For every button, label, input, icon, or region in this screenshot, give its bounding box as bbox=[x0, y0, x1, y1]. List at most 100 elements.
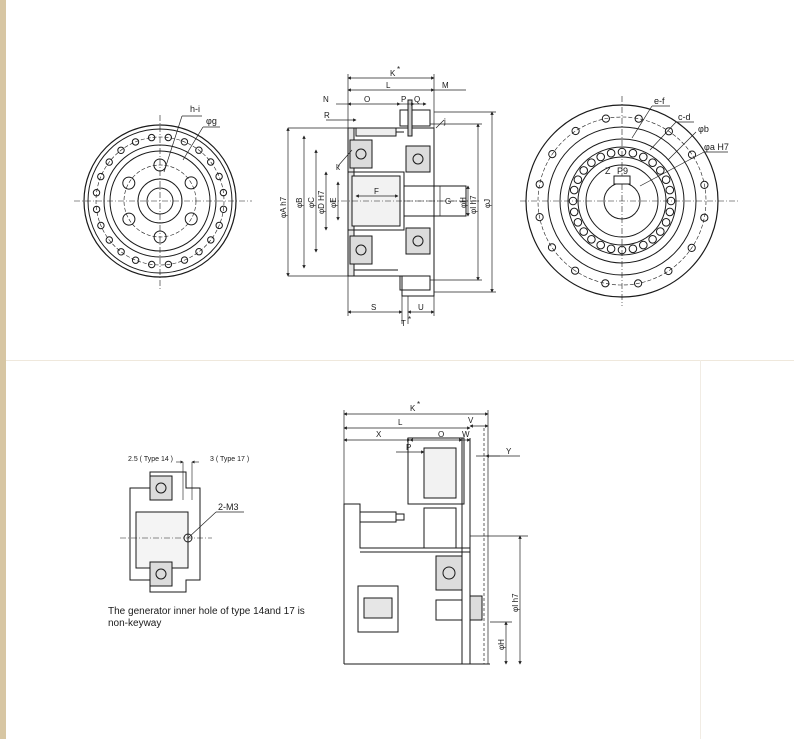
dim-H: φH bbox=[459, 197, 468, 208]
bolt-hole bbox=[180, 138, 189, 146]
label-phi-a: φa H7 bbox=[704, 142, 729, 152]
label-phi-g: φg bbox=[206, 116, 217, 126]
dim2-L: L bbox=[398, 418, 403, 427]
mounting-hole bbox=[184, 176, 198, 190]
right-rule bbox=[700, 360, 701, 739]
bolt-hole bbox=[164, 133, 173, 142]
bolt-hole bbox=[634, 279, 643, 288]
dim2-K: K bbox=[410, 404, 416, 413]
roller bbox=[569, 207, 579, 217]
label-type14: 2.5 ( Type 14 ) bbox=[128, 456, 173, 463]
label-e-f: e-f bbox=[654, 96, 665, 106]
dim-k: k bbox=[336, 163, 341, 172]
dim-D: φD H7 bbox=[317, 190, 326, 214]
roller bbox=[666, 196, 676, 206]
bolt-hole bbox=[131, 138, 140, 146]
dim-L: L bbox=[386, 81, 391, 90]
label-h-i: h-i bbox=[190, 104, 200, 114]
generator-note: The generator inner hole of type 14and 1… bbox=[108, 606, 305, 629]
detail-view bbox=[120, 460, 244, 593]
dim2-V: V bbox=[468, 416, 474, 425]
section-dimensions bbox=[286, 74, 496, 324]
bolt-hole bbox=[195, 146, 203, 154]
label-Z: Z bbox=[605, 166, 611, 176]
bolt-hole bbox=[219, 188, 228, 197]
roller bbox=[587, 235, 596, 244]
bolt-hole bbox=[92, 189, 101, 197]
roller bbox=[573, 218, 583, 227]
enlarged-section bbox=[343, 437, 490, 665]
mounting-hole bbox=[153, 230, 167, 244]
dim2-O: O bbox=[438, 430, 444, 439]
roller bbox=[596, 152, 606, 162]
roller bbox=[617, 245, 627, 255]
bolt-hole bbox=[97, 221, 105, 230]
roller bbox=[568, 196, 578, 206]
roller bbox=[579, 166, 589, 175]
bolt-hole bbox=[180, 256, 189, 264]
outer-bolt-holes-right bbox=[535, 114, 709, 288]
dim-S: S bbox=[371, 303, 376, 312]
roller bbox=[569, 185, 579, 195]
bolt-hole bbox=[207, 236, 215, 244]
label-2-m3: 2-M3 bbox=[218, 502, 239, 512]
section-view bbox=[330, 99, 480, 297]
roller bbox=[656, 166, 665, 175]
dim-I: φI h7 bbox=[469, 195, 478, 214]
roller bbox=[665, 207, 675, 217]
front-right-labels: e-f c-d φb φa H7 Z P9 bbox=[605, 96, 729, 187]
enlarged-dimensions bbox=[343, 410, 528, 665]
roller bbox=[648, 158, 657, 167]
inner-holes-left bbox=[122, 158, 198, 244]
roller bbox=[596, 240, 606, 250]
section-labels: K * L M N O P Q R j k S U T * F G φA h7 … bbox=[279, 65, 492, 328]
bolt-hole bbox=[548, 150, 557, 159]
panel-divider bbox=[6, 360, 794, 361]
roller bbox=[648, 235, 657, 244]
dim-R: R bbox=[324, 111, 330, 120]
bolt-hole bbox=[215, 172, 223, 181]
dim-M: M bbox=[442, 81, 449, 90]
front-view-right bbox=[520, 96, 740, 306]
dim-O: O bbox=[364, 95, 370, 104]
label-P9: P9 bbox=[617, 166, 628, 176]
dim-E: φE bbox=[329, 197, 338, 208]
dim-U: U bbox=[418, 303, 424, 312]
front-left-labels: h-i φg bbox=[163, 104, 220, 173]
dim-T-asterisk: * bbox=[408, 315, 411, 324]
dim-P: P bbox=[401, 95, 406, 104]
roller bbox=[628, 244, 638, 254]
dim2-X: X bbox=[376, 430, 382, 439]
bolt-hole bbox=[148, 260, 156, 269]
roller bbox=[606, 244, 616, 254]
bolt-hole bbox=[215, 221, 223, 230]
roller-ring-right bbox=[568, 147, 676, 255]
dim2-Y: Y bbox=[506, 447, 512, 456]
roller bbox=[656, 227, 665, 236]
bolt-hole bbox=[535, 213, 544, 222]
front-view-left bbox=[74, 115, 252, 290]
dim-C: φC bbox=[307, 197, 316, 208]
bolt-hole bbox=[700, 213, 709, 222]
roller bbox=[639, 152, 648, 162]
bolt-hole bbox=[571, 126, 580, 136]
roller bbox=[665, 185, 675, 195]
dim2-W: W bbox=[462, 430, 470, 439]
mounting-hole bbox=[122, 176, 136, 190]
bolt-hole bbox=[97, 172, 105, 181]
dim-J: φJ bbox=[483, 199, 492, 208]
dim-A: φA h7 bbox=[279, 196, 288, 218]
bolt-hole bbox=[131, 256, 140, 264]
bolt-hole bbox=[92, 205, 101, 214]
dim-F: F bbox=[374, 187, 379, 196]
label-type17: 3 ( Type 17 ) bbox=[210, 456, 249, 463]
bolt-hole bbox=[664, 127, 674, 136]
roller bbox=[639, 240, 648, 250]
bolt-hole bbox=[535, 180, 544, 189]
roller bbox=[628, 148, 638, 158]
dim-G: G bbox=[445, 197, 451, 206]
roller bbox=[617, 147, 627, 157]
roller bbox=[606, 148, 616, 158]
bolt-hole bbox=[571, 266, 580, 275]
roller bbox=[579, 227, 589, 236]
